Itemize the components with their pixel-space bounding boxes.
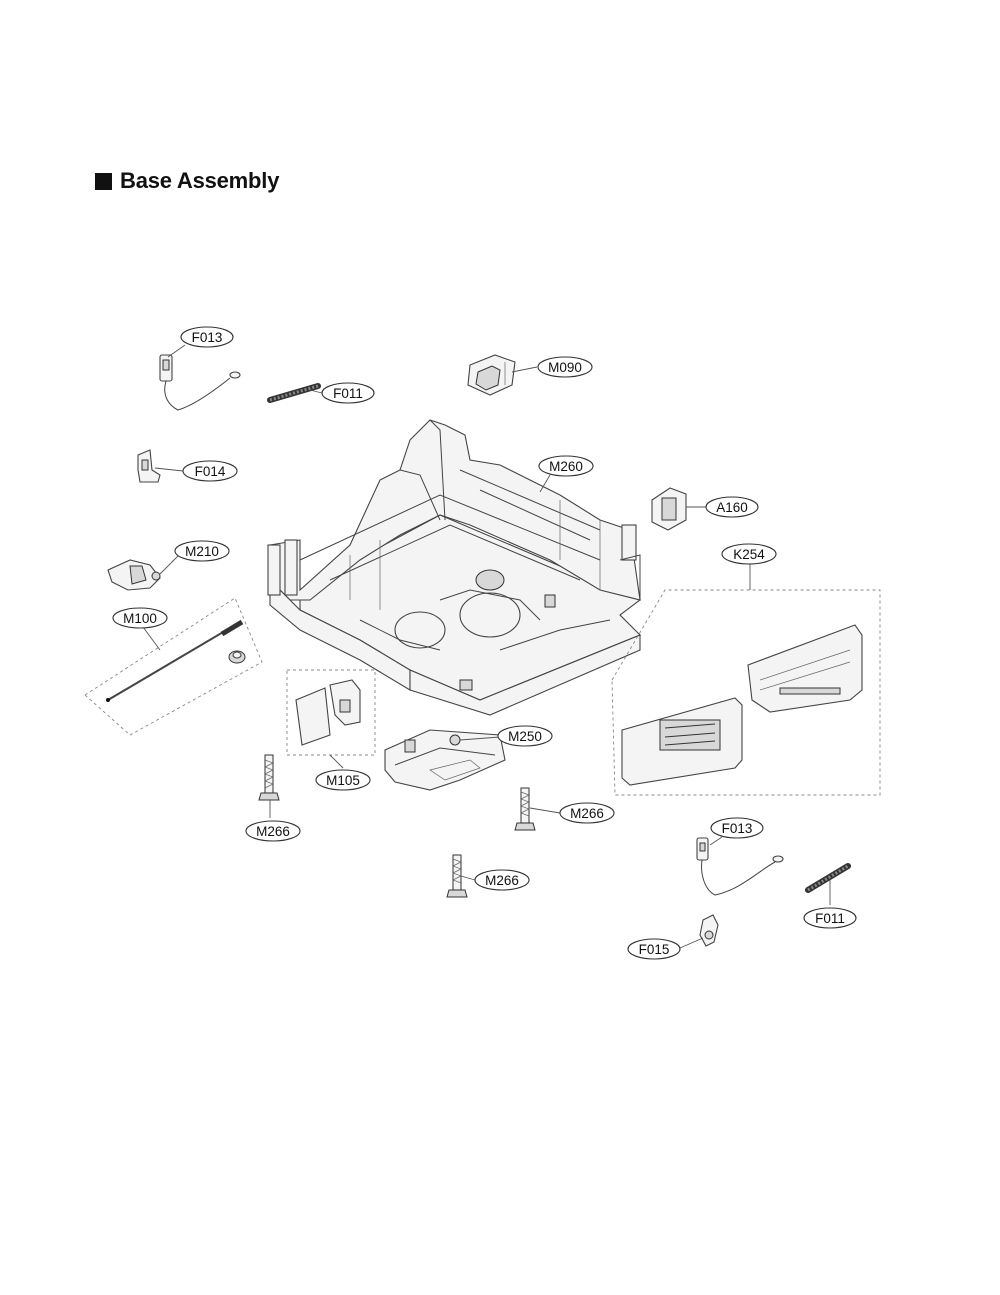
- f011-top-part: [267, 383, 321, 403]
- m266-low-screw: [446, 854, 468, 898]
- callout-label: M210: [185, 544, 219, 559]
- m266-mid-screw: [514, 787, 536, 831]
- callout-label: M266: [256, 824, 290, 839]
- m210-part: [107, 559, 161, 591]
- callout-label: F015: [639, 942, 670, 957]
- callout-label: M105: [326, 773, 360, 788]
- title-text: Base Assembly: [120, 168, 280, 193]
- callout-m266-low: M266: [474, 869, 530, 891]
- callout-m266-mid: M266: [559, 802, 615, 824]
- callout-label: M250: [508, 729, 542, 744]
- callout-m100: M100: [112, 607, 168, 629]
- f014-part: [137, 449, 161, 483]
- callout-m260: M260: [538, 455, 594, 477]
- callout-label: M266: [485, 873, 519, 888]
- callout-m105: M105: [315, 769, 371, 791]
- section-title: Base Assembly: [95, 168, 279, 194]
- callout-label: K254: [733, 547, 765, 562]
- callout-m090: M090: [537, 356, 593, 378]
- title-bullet-icon: [95, 172, 112, 190]
- callout-f013-bottom: F013: [710, 817, 764, 839]
- callout-label: F013: [722, 821, 753, 836]
- callout-label: M266: [570, 806, 604, 821]
- a160-part: [651, 487, 687, 531]
- callout-k254: K254: [721, 543, 777, 565]
- callout-label: F014: [195, 464, 226, 479]
- m266-left-screw: [258, 754, 280, 801]
- callout-label: M260: [549, 459, 583, 474]
- f011-bottom-part: [805, 863, 851, 893]
- m105-part: [286, 669, 376, 756]
- f013-top-part: [159, 354, 241, 411]
- callout-label: F011: [815, 911, 845, 926]
- k254-part: [611, 589, 881, 796]
- callout-label: F013: [192, 330, 223, 345]
- callout-label: M090: [548, 360, 582, 375]
- f013-bottom-part: [696, 837, 784, 896]
- callout-f013-top: F013: [180, 326, 234, 348]
- callout-m266-left: M266: [245, 820, 301, 842]
- m250-part: [384, 729, 506, 791]
- callout-f011-bottom: F011: [803, 907, 857, 929]
- callout-f011-top: F011: [321, 382, 375, 404]
- callout-label: M100: [123, 611, 157, 626]
- f015-part: [699, 914, 719, 947]
- m090-part: [467, 354, 516, 396]
- callout-m210: M210: [174, 540, 230, 562]
- callout-f015: F015: [627, 938, 681, 960]
- callout-m250: M250: [497, 725, 553, 747]
- m100-part: [84, 597, 263, 736]
- callout-f014: F014: [182, 460, 238, 482]
- callout-label: A160: [716, 500, 748, 515]
- leader-lines: [142, 344, 831, 949]
- base-frame-part: [267, 419, 642, 716]
- callout-label: F011: [333, 386, 363, 401]
- callout-a160: A160: [705, 496, 759, 518]
